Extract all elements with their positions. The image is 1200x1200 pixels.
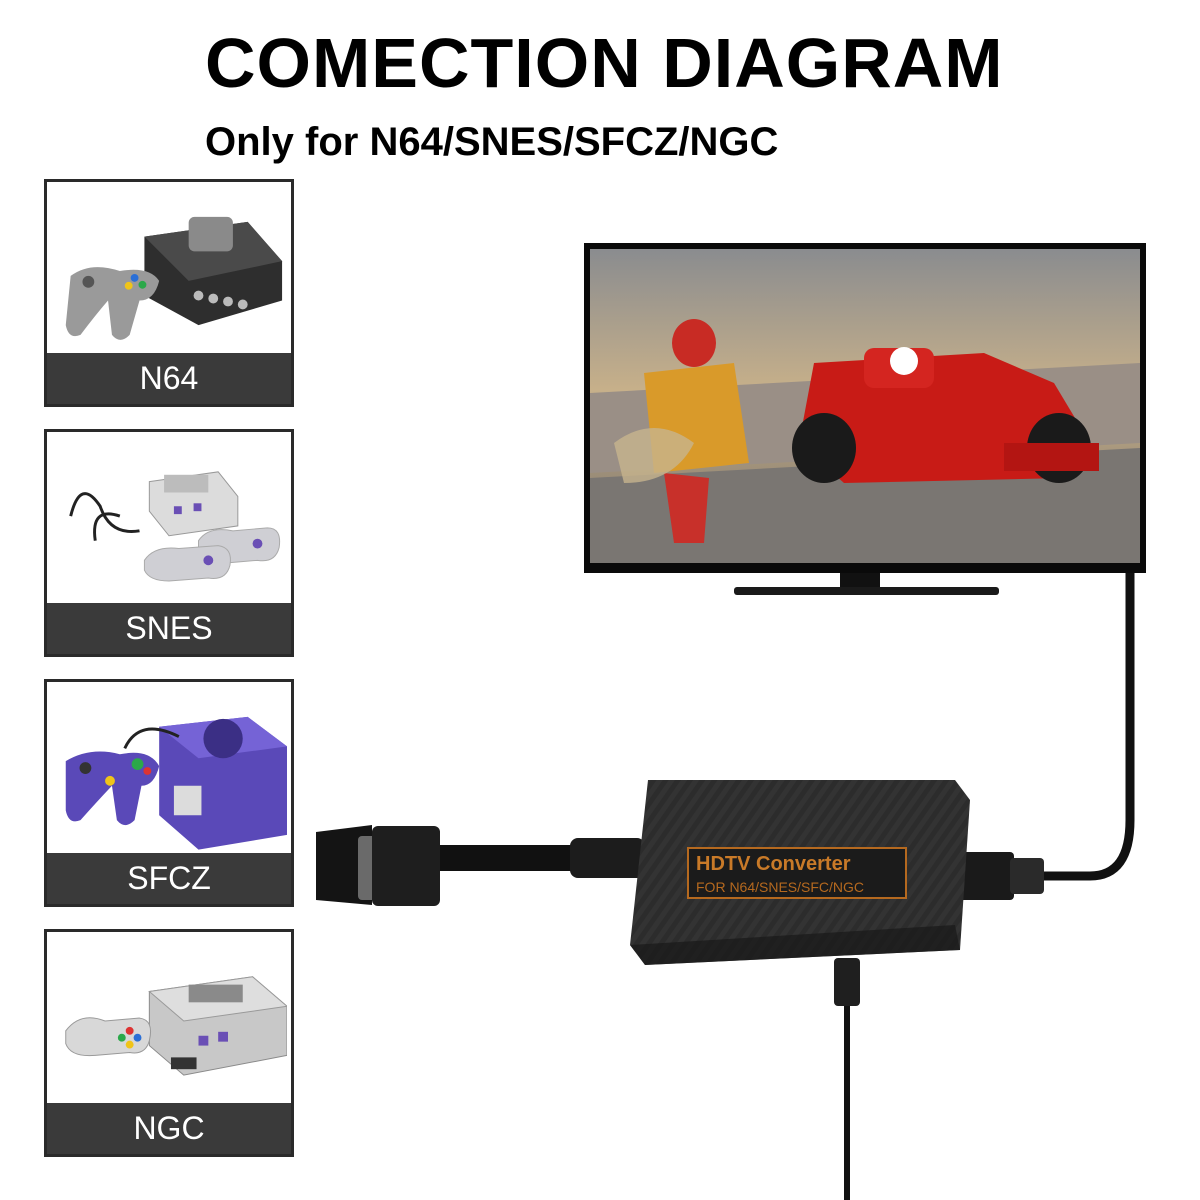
- gamecube-console-icon: [51, 686, 287, 856]
- console-label: SNES: [47, 603, 291, 654]
- snes-console-icon: [51, 436, 287, 606]
- console-label: SFCZ: [47, 853, 291, 904]
- console-card-sfcz: SFCZ: [44, 679, 294, 907]
- page-title: COMECTION DIAGRAM: [205, 24, 1004, 102]
- tv-screen-icon: [584, 243, 1146, 595]
- console-card-n64: N64: [44, 179, 294, 407]
- page-subtitle: Only for N64/SNES/SFCZ/NGC: [205, 120, 779, 164]
- hdtv-converter-box: HDTV Converter FOR N64/SNES/SFC/NGC: [630, 780, 970, 965]
- console-label: N64: [47, 353, 291, 404]
- av-multiout-plug-icon: [316, 825, 440, 906]
- converter-brand-label: HDTV Converter: [696, 853, 851, 875]
- console-label: NGC: [47, 1103, 291, 1154]
- n64-console-icon: [51, 186, 287, 356]
- converter-compat-label: FOR N64/SNES/SFC/NGC: [696, 879, 864, 895]
- console-card-ngc: NGC: [44, 929, 294, 1157]
- console-card-snes: SNES: [44, 429, 294, 657]
- super-famicom-console-icon: [51, 936, 289, 1106]
- hdmi-cable: [1040, 560, 1135, 881]
